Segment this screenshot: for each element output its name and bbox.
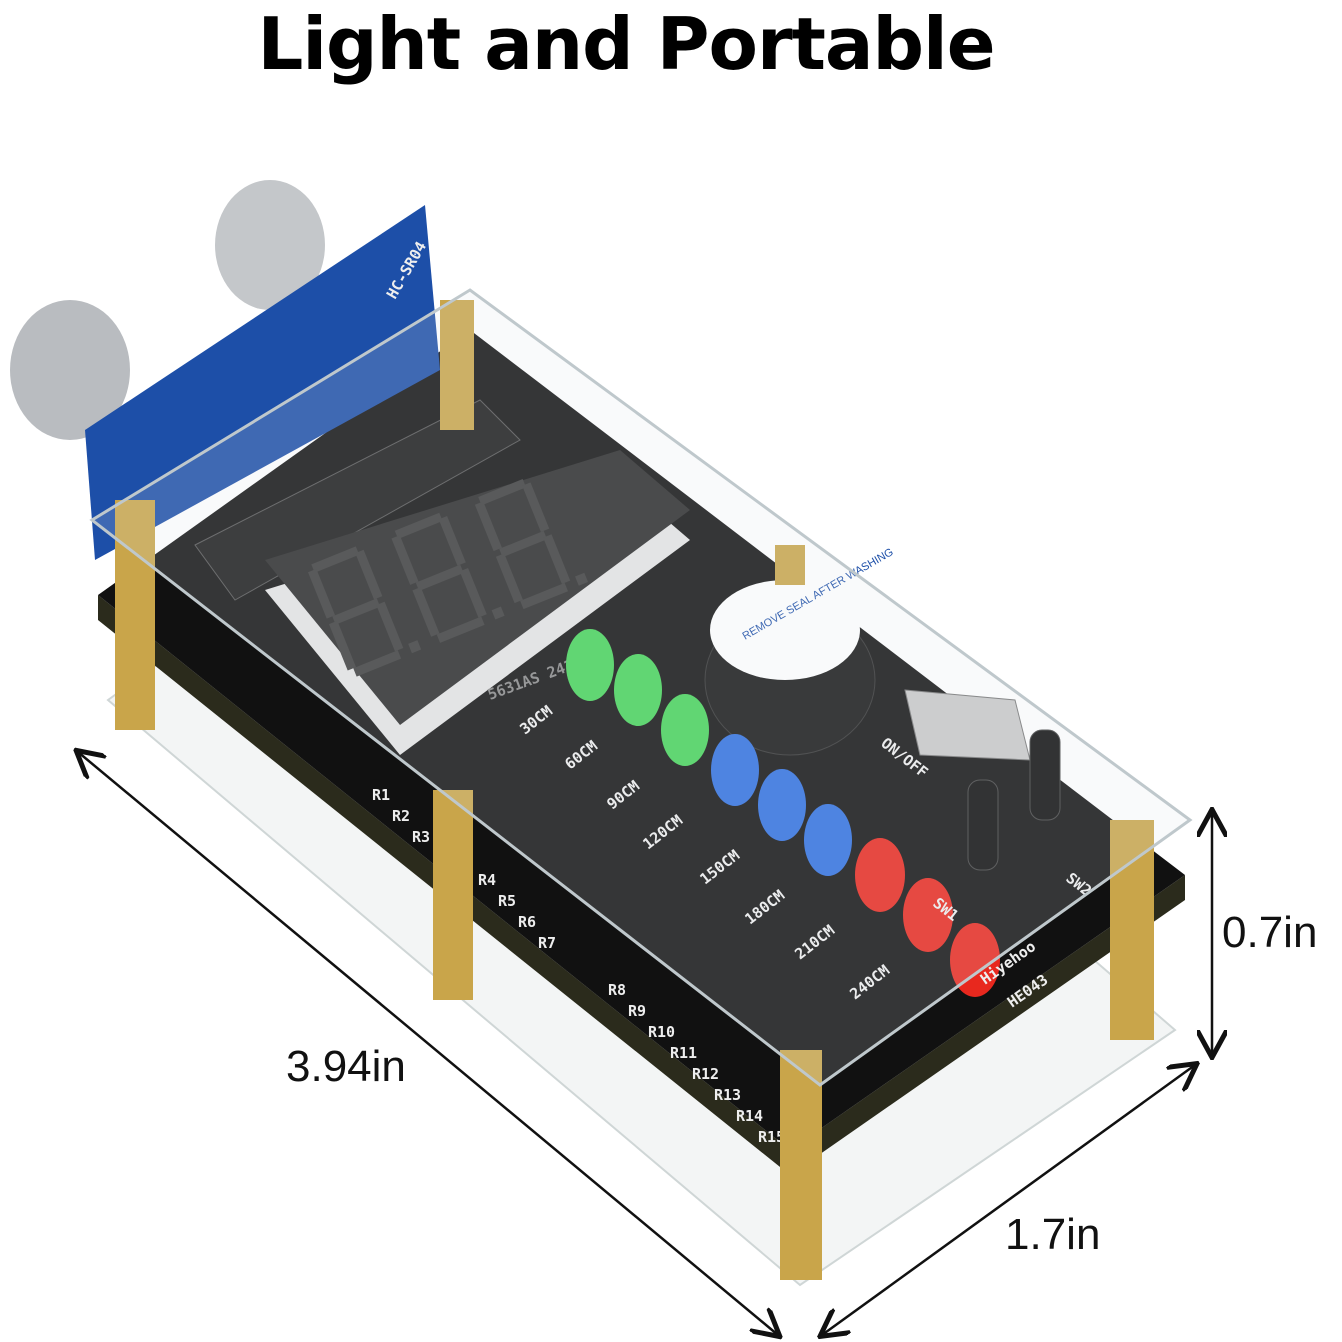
width-label: 1.7in [1005, 1210, 1101, 1259]
led-green-1 [566, 629, 614, 701]
button-sw2 [1029, 729, 1061, 821]
resistor-label: R12 [692, 1065, 719, 1083]
resistor-label: R11 [670, 1044, 697, 1062]
led-red-2 [903, 878, 953, 952]
resistor-label: R9 [628, 1002, 646, 1020]
resistor-label: R10 [648, 1023, 675, 1041]
resistor-label: R1 [372, 786, 390, 804]
led-red-3 [950, 923, 1000, 997]
resistor-label: R8 [608, 981, 626, 999]
resistor-label: R14 [736, 1107, 763, 1125]
width-arrow [822, 1065, 1195, 1335]
resistor-label: R7 [538, 934, 556, 952]
length-label: 3.94in [286, 1042, 406, 1091]
button-sw1 [967, 779, 999, 871]
length-arrow [78, 752, 778, 1335]
headline: Light and Portable [257, 2, 995, 86]
resistor-label: R2 [392, 807, 410, 825]
led-blue-3 [804, 804, 852, 876]
resistor-label: R4 [478, 871, 496, 889]
led-green-2 [614, 654, 662, 726]
resistor-label: R6 [518, 913, 536, 931]
resistor-label: R3 [412, 828, 430, 846]
height-label: 0.7in [1222, 908, 1318, 957]
resistor-label: R5 [498, 892, 516, 910]
resistor-label: R13 [714, 1086, 741, 1104]
led-red-1 [855, 838, 905, 912]
mcu-chip [194, 399, 521, 601]
